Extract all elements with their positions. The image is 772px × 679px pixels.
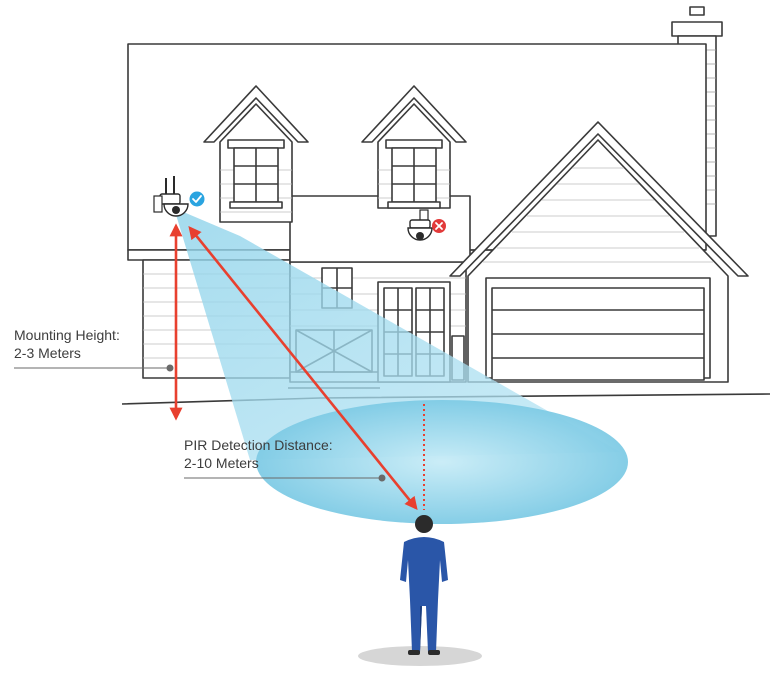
garage-wing: [449, 121, 749, 383]
dormer-left: [203, 85, 309, 223]
pir-distance-label: PIR Detection Distance: 2-10 Meters: [184, 436, 333, 472]
dormer-right: [361, 85, 467, 209]
leader-lines: [14, 364, 386, 482]
mounting-height-value: 2-3 Meters: [14, 345, 81, 361]
measure-arrows: [169, 223, 425, 511]
pir-distance-title: PIR Detection Distance:: [184, 437, 333, 453]
mounting-height-label: Mounting Height: 2-3 Meters: [14, 326, 120, 362]
person-head: [415, 515, 433, 533]
person-body: [400, 537, 448, 652]
mounting-height-title: Mounting Height:: [14, 327, 120, 343]
detection-distance-arrow: [188, 225, 418, 511]
person: [358, 515, 482, 666]
check-badge-icon: [189, 191, 205, 207]
person-shadow: [358, 646, 482, 666]
pir-distance-value: 2-10 Meters: [184, 455, 259, 471]
camera-correct: [153, 176, 189, 217]
cross-badge-icon: [432, 219, 446, 233]
